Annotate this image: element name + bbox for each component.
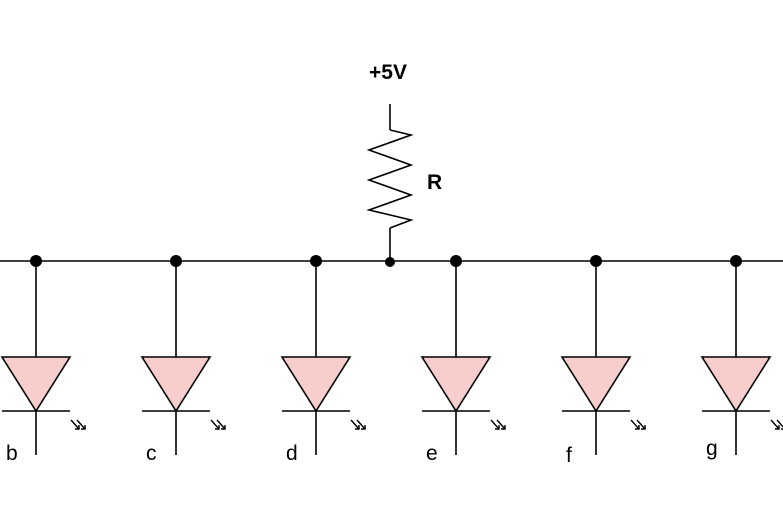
resistor-symbol <box>366 129 414 229</box>
led-symbol-g <box>700 356 772 413</box>
led-label-d: d <box>286 442 298 465</box>
light-emission-icon <box>490 419 506 430</box>
led-symbol-b <box>0 356 72 413</box>
led-label-b: b <box>6 442 18 465</box>
light-emission-icon <box>350 419 366 430</box>
led-label-c: c <box>146 442 157 465</box>
resistor-label: R <box>427 171 442 194</box>
light-emission-icon <box>210 419 226 430</box>
led-label-e: e <box>426 442 438 465</box>
led-symbol-d <box>280 356 352 413</box>
led-label-f: f <box>566 444 572 467</box>
light-emission-icon <box>770 419 783 430</box>
led-symbol-e <box>420 356 492 413</box>
led-group: b c d e f g <box>0 255 783 467</box>
resistor-junction-dot <box>385 257 395 267</box>
supply-label: +5V <box>369 61 407 84</box>
light-emission-icon <box>630 419 646 430</box>
led-symbol-f <box>560 356 632 413</box>
led-symbol-c <box>140 356 212 413</box>
led-label-g: g <box>706 437 718 460</box>
light-emission-icon <box>70 419 86 430</box>
